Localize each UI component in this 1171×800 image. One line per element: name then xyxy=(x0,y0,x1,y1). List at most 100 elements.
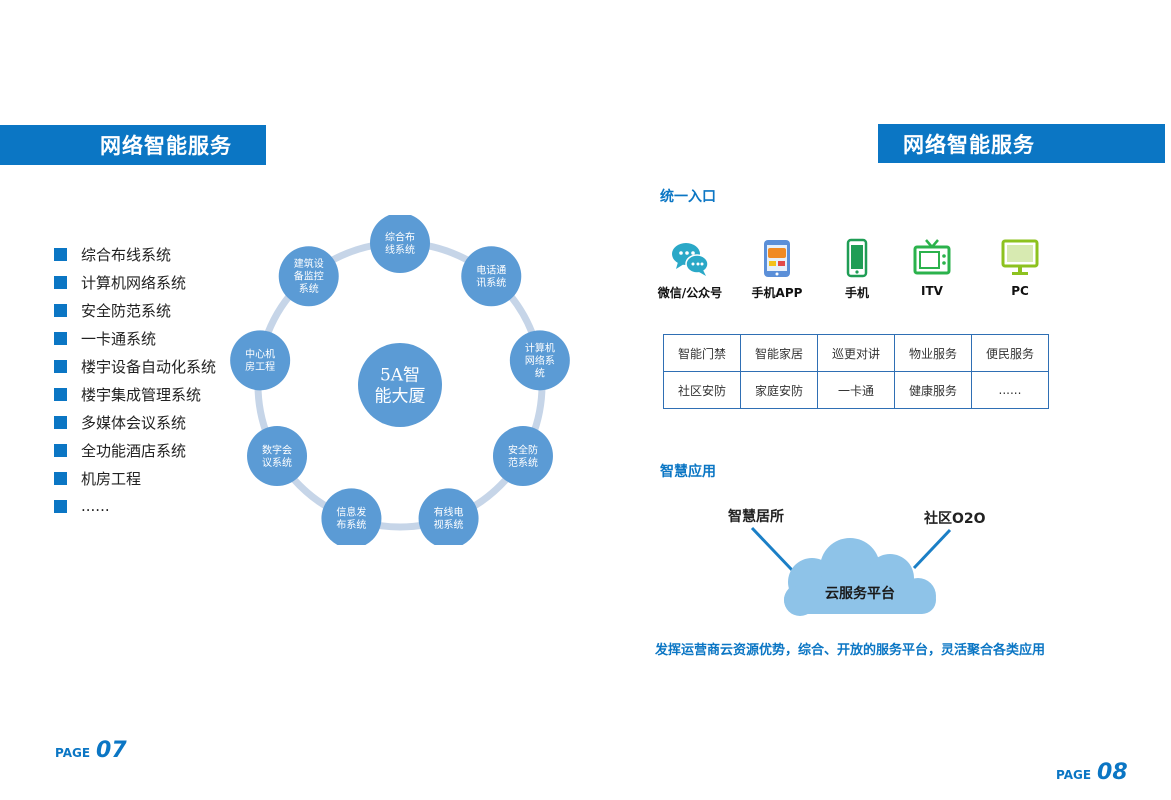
system-list-item: 一卡通系统 xyxy=(54,324,216,352)
system-list: 综合布线系统计算机网络系统安全防范系统一卡通系统楼宇设备自动化系统楼宇集成管理系… xyxy=(54,240,216,520)
bullet-square-icon xyxy=(54,415,67,429)
system-name: ...... xyxy=(81,497,110,515)
diagram-center-circle xyxy=(358,343,442,427)
diagram-node-label: 中心机 xyxy=(245,348,275,361)
diagram-node-label: 视系统 xyxy=(434,518,464,531)
service-cell: 一卡通 xyxy=(817,371,895,409)
diagram-node-circle xyxy=(370,215,430,273)
cloud-icon xyxy=(784,538,936,616)
system-name: 楼宇集成管理系统 xyxy=(81,385,202,404)
diagram-node-label: 系统 xyxy=(299,282,319,295)
diagram-center-label: 5A智 xyxy=(380,365,420,385)
channel-label: 微信/公众号 xyxy=(657,286,723,300)
bullet-square-icon xyxy=(54,387,67,401)
channel-label: PC xyxy=(1011,284,1029,298)
channel-itv: ITV xyxy=(887,238,977,298)
page-word: PAGE xyxy=(55,746,91,760)
phone-icon xyxy=(846,238,868,278)
channel-pc: PC xyxy=(975,238,1065,298)
bullet-square-icon xyxy=(54,471,67,485)
system-name: 楼宇设备自动化系统 xyxy=(81,357,217,376)
system-list-item: 计算机网络系统 xyxy=(54,268,216,296)
diagram-node-circle xyxy=(461,246,522,307)
diagram-node: 综合布线系统 xyxy=(370,215,430,273)
system-name: 计算机网络系统 xyxy=(81,273,187,292)
diagram-node-label: 讯系统 xyxy=(476,276,506,289)
diagram-node: 计算机网络系统 xyxy=(509,330,570,391)
bullet-square-icon xyxy=(54,275,67,289)
monitor-icon xyxy=(1001,239,1039,275)
service-cell: 社区安防 xyxy=(663,371,741,409)
diagram-node-label: 网络系 xyxy=(525,354,555,367)
diagram-node-label: 数字会 xyxy=(262,443,292,456)
diagram-node-label: 信息发 xyxy=(336,506,366,519)
diagram-node-label: 安全防 xyxy=(508,443,538,456)
system-list-item: 综合布线系统 xyxy=(54,240,216,268)
service-cell: 便民服务 xyxy=(971,334,1049,372)
left-banner-title: 网络智能服务 xyxy=(0,125,266,165)
footer-note: 发挥运营商云资源优势，综合、开放的服务平台，灵活聚合各类应用 xyxy=(655,643,1046,658)
system-name: 全功能酒店系统 xyxy=(81,441,187,460)
app-icon xyxy=(764,240,790,277)
diagram-node-label: 综合布 xyxy=(385,230,415,243)
page-number: 07 xyxy=(96,738,127,763)
diagram-node-circle xyxy=(492,426,553,486)
5a-building-diagram: 综合布线系统电话通讯系统计算机网络系统安全防范系统有线电视系统信息发布系统数字会… xyxy=(230,215,570,545)
connector-line-left xyxy=(750,526,794,572)
channel-wechat: 微信/公众号 xyxy=(645,238,735,301)
table-row: 社区安防家庭安防一卡通健康服务...... xyxy=(663,371,1049,409)
diagram-node-label: 有线电 xyxy=(434,506,464,519)
diagram-node-circle xyxy=(509,330,570,391)
system-list-item: 多媒体会议系统 xyxy=(54,408,216,436)
diagram-node-label: 议系统 xyxy=(262,456,292,469)
system-list-item: 安全防范系统 xyxy=(54,296,216,324)
diagram-node-label: 范系统 xyxy=(508,456,538,469)
page-number: 08 xyxy=(1097,760,1128,785)
apps-section-title: 智慧应用 xyxy=(660,464,716,480)
bullet-square-icon xyxy=(54,331,67,345)
system-name: 一卡通系统 xyxy=(81,329,157,348)
system-list-item: 楼宇设备自动化系统 xyxy=(54,352,216,380)
system-list-item: ...... xyxy=(54,492,216,520)
system-list-item: 楼宇集成管理系统 xyxy=(54,380,216,408)
service-cell: 智能家居 xyxy=(740,334,818,372)
connector-line-right xyxy=(912,528,952,570)
bullet-square-icon xyxy=(54,303,67,317)
system-name: 机房工程 xyxy=(81,469,142,488)
page-number-right: PAGE 08 xyxy=(1056,760,1128,785)
diagram-node-circle xyxy=(418,488,479,545)
system-name: 综合布线系统 xyxy=(81,245,172,264)
bullet-square-icon xyxy=(54,247,67,261)
diagram-node-label: 布系统 xyxy=(336,518,366,531)
system-name: 安全防范系统 xyxy=(81,301,172,320)
diagram-node-label: 备监控 xyxy=(294,270,324,283)
channel-label: ITV xyxy=(921,284,943,298)
service-cell: 家庭安防 xyxy=(740,371,818,409)
entry-section-title: 统一入口 xyxy=(660,189,716,205)
diagram-node: 安全防范系统 xyxy=(492,426,553,486)
channel-phone: 手机 xyxy=(812,238,902,301)
bullet-square-icon xyxy=(54,359,67,373)
tv-icon xyxy=(913,239,951,275)
bullet-square-icon xyxy=(54,499,67,513)
page-word: PAGE xyxy=(1056,768,1092,782)
table-row: 智能门禁智能家居巡更对讲物业服务便民服务 xyxy=(663,334,1049,372)
wechat-icon xyxy=(672,243,709,276)
app-label-o2o: 社区O2O xyxy=(924,511,986,527)
diagram-node-label: 建筑设 xyxy=(294,257,324,270)
channel-label: 手机APP xyxy=(751,286,803,300)
diagram-node-circle xyxy=(321,488,382,545)
diagram-node-circle xyxy=(230,330,291,391)
diagram-node-circle xyxy=(278,246,339,307)
service-cell: 巡更对讲 xyxy=(817,334,895,372)
service-cell: 智能门禁 xyxy=(663,334,741,372)
diagram-center-label: 能大厦 xyxy=(375,387,426,407)
diagram-node-label: 线系统 xyxy=(385,243,415,256)
service-cell: ...... xyxy=(971,371,1049,409)
